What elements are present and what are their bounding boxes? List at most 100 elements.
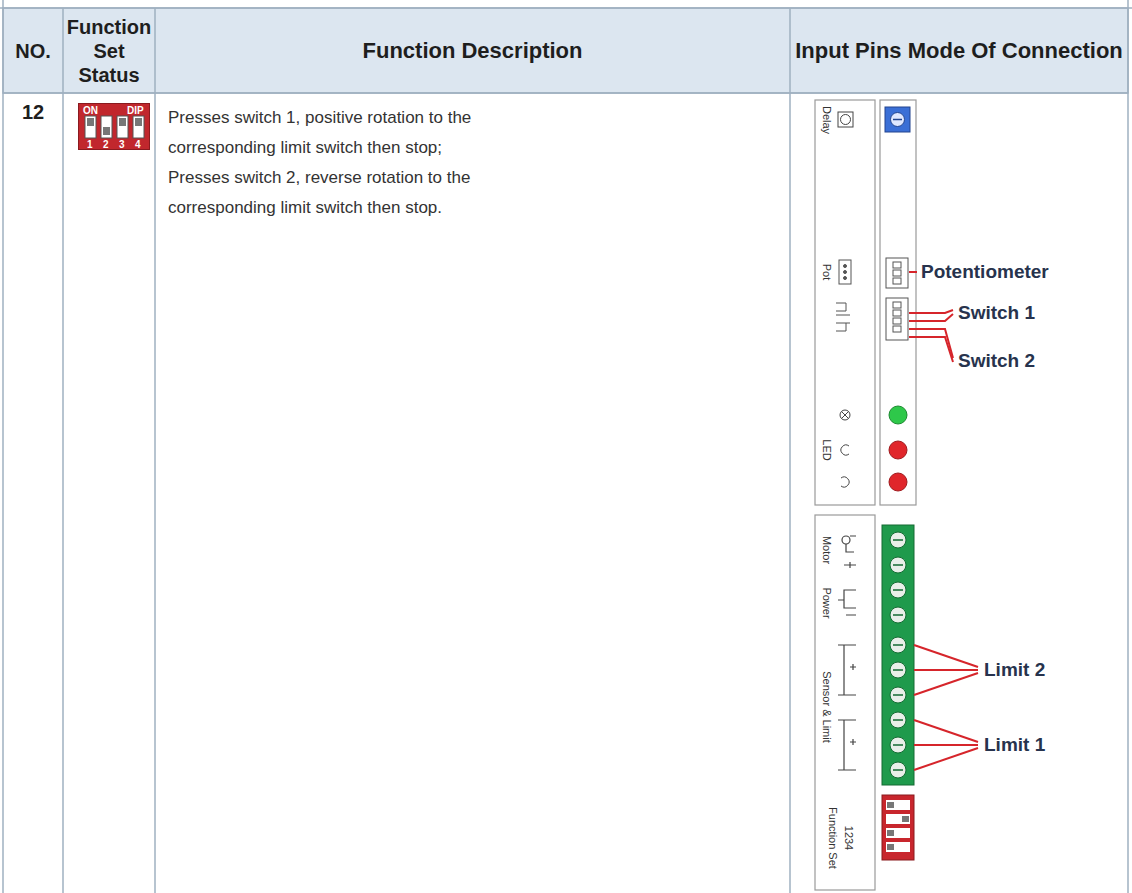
- function-dip: [886, 814, 910, 824]
- delay-knob: [893, 119, 902, 121]
- dip-label: 3: [119, 139, 125, 150]
- switch-connector: [893, 302, 901, 308]
- function-dip: [882, 795, 914, 860]
- terminal-block: [890, 532, 906, 778]
- dip-lever: [119, 118, 126, 126]
- silkscreen-text: Delay: [820, 106, 833, 134]
- switch-connector: [893, 326, 901, 332]
- function-dip: [886, 842, 910, 852]
- switch-connector: [893, 318, 901, 324]
- function-dip: [886, 800, 910, 810]
- board-silkscreen: [815, 100, 875, 505]
- status-leds: [889, 441, 907, 459]
- leader-line: [914, 744, 978, 746]
- silkscreen-text: Function Set: [826, 807, 839, 869]
- delay-knob: [838, 112, 853, 127]
- dip-slot: [85, 116, 96, 138]
- callout-label: Limit 2: [984, 658, 1045, 681]
- status-leds: [841, 445, 849, 455]
- leader-line: [914, 748, 978, 770]
- delay-knob: [838, 107, 910, 132]
- function-description: Presses switch 1, positive rotation to t…: [168, 103, 553, 163]
- function-dip: [887, 844, 894, 850]
- terminal-symbols: [844, 536, 856, 568]
- function-dip: [887, 802, 894, 808]
- status-leds: [840, 410, 850, 420]
- leader-line: [914, 673, 978, 695]
- callout-label: Switch 2: [958, 349, 1035, 372]
- terminal-symbols: [838, 645, 856, 695]
- terminal-block: [893, 540, 903, 770]
- leader-line: [909, 310, 953, 313]
- silkscreen-text: 1234: [842, 826, 855, 850]
- delay-knob: [885, 107, 910, 132]
- terminal-block: [882, 525, 914, 785]
- switch-connector: [836, 298, 908, 340]
- dip-lever: [135, 118, 142, 126]
- dip-lever: [87, 118, 94, 126]
- function-dip: [887, 830, 894, 836]
- table-header: NO.: [3, 8, 63, 93]
- table-grid: [3, 8, 1128, 93]
- dip-slot: [117, 116, 128, 138]
- terminal-symbols: [838, 536, 856, 770]
- pot-connector: [893, 262, 901, 268]
- pot-connector: [886, 258, 908, 288]
- terminal-block: [882, 525, 914, 785]
- silkscreen-text: Pot: [820, 264, 833, 281]
- dip-label: ON: [83, 105, 98, 116]
- terminal-symbols: [838, 590, 856, 615]
- board-silkscreen: [880, 100, 916, 505]
- dip-label: 4: [135, 139, 141, 150]
- dip-slot: [101, 116, 112, 138]
- switch-connector: [893, 310, 901, 316]
- callout-label: Switch 1: [958, 301, 1035, 324]
- leader-line: [909, 272, 978, 770]
- silkscreen-text: LED: [820, 439, 833, 460]
- silkscreen-text: Sensor & Limit: [820, 671, 833, 743]
- delay-knob: [841, 115, 851, 125]
- pot-connector: [844, 271, 847, 274]
- table-grid: [2, 0, 4, 893]
- table-grid: [0, 7, 1132, 9]
- dip-switch: ON DIP 1234: [78, 103, 150, 150]
- silkscreen-text: Motor: [820, 536, 833, 564]
- pot-connector: [893, 270, 901, 276]
- leader-line: [914, 669, 978, 671]
- dip-slot: [133, 116, 144, 138]
- silkscreen-text: Power: [820, 587, 833, 618]
- switch-connector: [836, 303, 850, 331]
- function-dip: [882, 795, 914, 860]
- table-grid: [789, 8, 791, 893]
- pot-connector: [839, 258, 908, 288]
- function-dip: [886, 828, 910, 838]
- terminal-symbols: [842, 536, 850, 544]
- dip-label: 2: [103, 139, 109, 150]
- leader-line: [909, 337, 953, 362]
- pot-connector: [844, 265, 847, 268]
- function-description: Presses switch 2, reverse rotation to th…: [168, 163, 553, 223]
- dip-label: DIP: [127, 105, 144, 116]
- status-leds: [842, 412, 849, 419]
- dip-label: 1: [87, 139, 93, 150]
- pot-connector: [893, 278, 901, 284]
- dip-lever: [103, 127, 110, 135]
- table-grid: [1127, 0, 1129, 893]
- callout-label: Potentiometer: [921, 260, 1049, 283]
- switch-connector: [886, 298, 908, 340]
- row-number: 12: [3, 100, 63, 124]
- table-grid: [3, 92, 1128, 94]
- table-header: Function Set Status: [63, 8, 155, 93]
- status-leds: [889, 473, 907, 491]
- terminal-symbols: [838, 720, 856, 770]
- status-leds: [889, 406, 907, 424]
- status-leds: [841, 477, 849, 487]
- function-dip: [887, 802, 909, 850]
- function-dip: [886, 800, 910, 852]
- pot-connector: [844, 277, 847, 280]
- terminal-block: [893, 540, 903, 770]
- table-grid: [154, 8, 156, 893]
